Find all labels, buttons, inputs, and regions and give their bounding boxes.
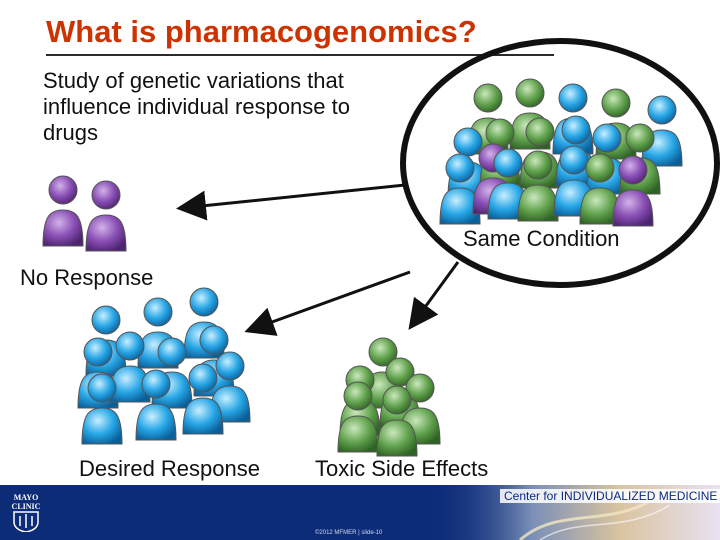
- toxic-effects-group: [337, 337, 441, 457]
- no-response-group: [42, 175, 127, 252]
- no-response-label: No Response: [20, 265, 154, 290]
- definition-text: Study of genetic variations that influen…: [43, 68, 350, 145]
- shield-emblem-icon: [19, 514, 33, 528]
- desired-response-label: Desired Response: [79, 456, 260, 481]
- arrow-to-no-response: [176, 183, 406, 221]
- people-diagram: [42, 38, 720, 457]
- toxic-effects-label: Toxic Side Effects: [315, 456, 489, 481]
- slide-title: What is pharmacogenomics?: [46, 14, 477, 49]
- population-circle: [400, 38, 720, 288]
- arrow-to-toxic-effects: [408, 261, 460, 330]
- copyright-text: ©2012 MFMER | slide-10: [315, 530, 383, 536]
- same-condition-label: Same Condition: [463, 226, 620, 251]
- logo-line-1: MAYO: [14, 493, 39, 502]
- person-icon: [81, 373, 123, 445]
- desired-response-group: [77, 287, 251, 445]
- mayo-clinic-logo: MAYO CLINIC: [12, 493, 41, 532]
- person-icon: [42, 175, 84, 247]
- person-icon: [85, 180, 127, 252]
- population-group: [439, 78, 683, 227]
- center-name: Center for INDIVIDUALIZED MEDICINE: [500, 489, 720, 503]
- logo-line-2: CLINIC: [12, 502, 41, 511]
- title-underline: [46, 54, 554, 56]
- arrow-to-desired-response: [244, 270, 411, 336]
- shield-icon: [13, 511, 39, 532]
